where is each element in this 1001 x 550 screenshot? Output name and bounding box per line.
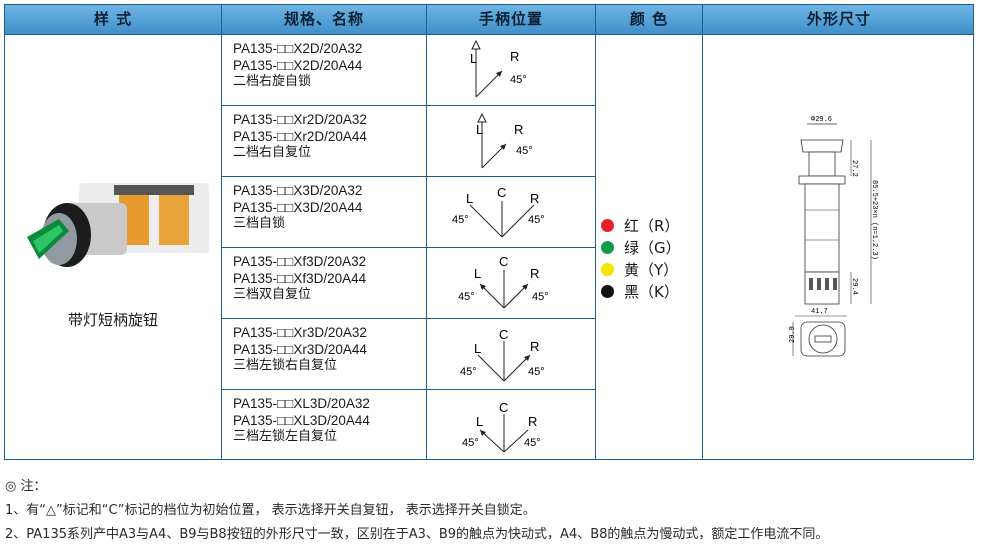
svg-text:45°: 45°: [458, 291, 475, 303]
yellow-dot-icon: [601, 262, 614, 276]
svg-text:L: L: [474, 341, 481, 356]
color-item-red: 红（R）: [601, 215, 701, 237]
handle-diagram-1: L R 45°: [426, 35, 594, 105]
svg-text:29.9: 29.9: [789, 326, 797, 343]
notes-line-1: 1、有“△”标记和“C”标记的档位为初始位置， 表示选择开关自复钮， 表示选择开…: [5, 503, 536, 518]
svg-text:Φ29.6: Φ29.6: [811, 116, 832, 124]
svg-text:45°: 45°: [528, 214, 545, 226]
svg-text:L: L: [476, 414, 483, 429]
rotary-switch-image: [27, 183, 209, 267]
black-dot-icon: [601, 284, 614, 298]
svg-text:45°: 45°: [460, 366, 477, 378]
svg-text:45°: 45°: [452, 214, 469, 226]
handle-diagram-6: L C R 45° 45°: [426, 390, 594, 460]
red-dot-icon: [601, 218, 614, 232]
svg-text:C: C: [497, 185, 506, 200]
handle-diagram-5: L C R 45° 45°: [426, 319, 594, 389]
handle-diagram-2: L R 45°: [426, 106, 594, 176]
svg-text:45°: 45°: [462, 437, 479, 449]
svg-text:45°: 45°: [524, 437, 541, 449]
green-dot-icon: [601, 240, 614, 254]
header-spec: 规格、名称: [283, 10, 364, 28]
svg-text:27.2: 27.2: [850, 160, 858, 177]
header-handle: 手柄位置: [478, 10, 543, 28]
product-table: 样 式 规格、名称 手柄位置 颜 色 外形尺寸 带灯短柄旋钮 PA135-□□X…: [4, 4, 974, 460]
svg-text:C: C: [499, 254, 508, 269]
svg-text:C: C: [499, 327, 508, 342]
handle-diagram-3: L C R 45° 45°: [426, 177, 594, 247]
svg-text:45°: 45°: [516, 145, 533, 157]
svg-text:R: R: [510, 49, 519, 64]
svg-text:L: L: [470, 51, 477, 66]
handle-diagram-4: L C R 45° 45°: [426, 248, 594, 318]
header-style: 样 式: [93, 10, 133, 28]
svg-text:C: C: [499, 400, 508, 415]
svg-text:29.4: 29.4: [850, 278, 858, 295]
notes: ◎ 注： 1、有“△”标记和“C”标记的档位为初始位置， 表示选择开关自复钮， …: [5, 475, 828, 547]
svg-text:L: L: [474, 266, 481, 281]
svg-text:R: R: [530, 339, 539, 354]
svg-text:L: L: [466, 191, 473, 206]
svg-text:R: R: [514, 122, 523, 137]
svg-text:45°: 45°: [532, 291, 549, 303]
notes-line-2: 2、PA135系列产中A3与A4、B9与B8按钮的外形尺寸一致，区别在于A3、B…: [5, 527, 829, 542]
table-header: [5, 5, 973, 34]
style-label: 带灯短柄旋钮: [67, 311, 158, 329]
header-dims: 外形尺寸: [806, 10, 871, 28]
color-item-black: 黑（K）: [601, 281, 701, 303]
svg-text:L: L: [476, 122, 483, 137]
dimension-drawing: Φ29.6 27.2 85.5+23×n (n=1.2.3) 29.4 41.7…: [789, 116, 878, 357]
color-item-green: 绿（G）: [601, 237, 701, 259]
notes-title: ◎ 注：: [5, 479, 47, 494]
header-color: 颜 色: [629, 10, 669, 28]
svg-text:41.7: 41.7: [811, 308, 828, 316]
svg-text:45°: 45°: [528, 366, 545, 378]
color-list: 红（R） 绿（G） 黄（Y） 黑（K）: [601, 215, 701, 303]
svg-text:85.5+23×n (n=1.2.3): 85.5+23×n (n=1.2.3): [870, 180, 878, 260]
svg-text:R: R: [530, 191, 539, 206]
color-item-yellow: 黄（Y）: [601, 259, 701, 281]
svg-text:45°: 45°: [510, 74, 527, 86]
svg-text:R: R: [528, 414, 537, 429]
svg-text:R: R: [530, 266, 539, 281]
